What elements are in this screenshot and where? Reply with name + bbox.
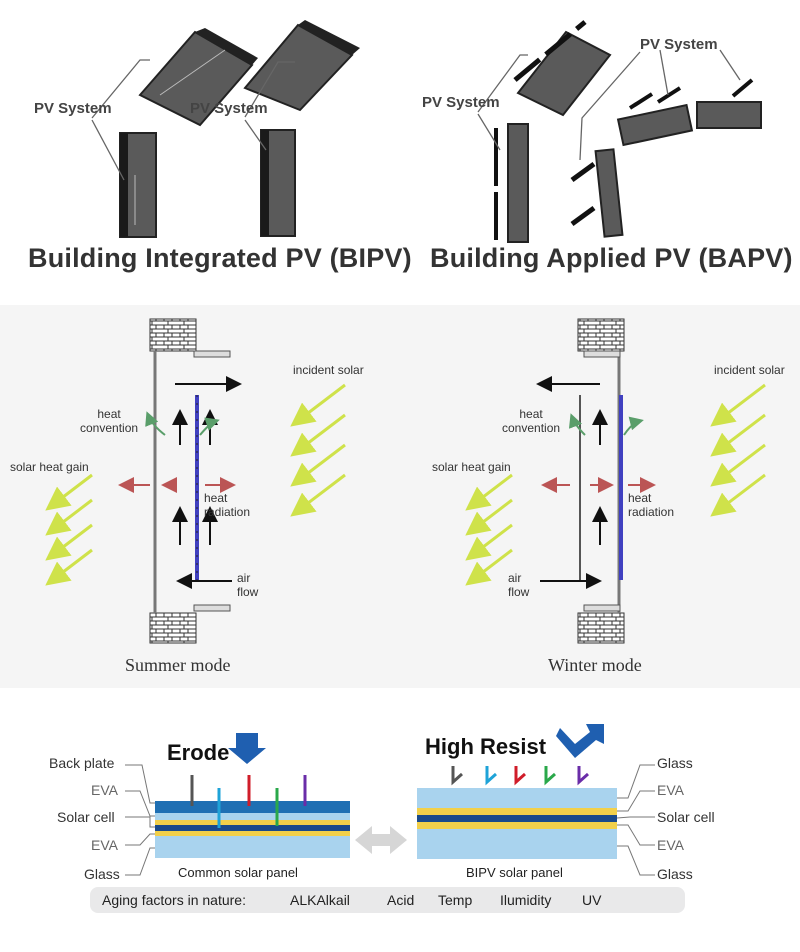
right-layer-solar-cell: Solar cell [657, 809, 715, 825]
winter-heat-convention: heat convention [502, 407, 561, 435]
bipv-wall-module-2 [260, 129, 296, 237]
bipv-roof-module-2 [243, 20, 360, 112]
left-layer-back-plate: Back plate [49, 755, 115, 771]
left-layer-eva-2: EVA [91, 837, 118, 853]
common-panel-caption: Common solar panel [178, 865, 298, 880]
winter-heat-radiation: heat radiation [628, 491, 675, 519]
summer-air-flow: air flow [237, 571, 259, 599]
bapv-pv-system-label-1: PV System [422, 94, 500, 111]
ventilation-modes-panel: incident solar heat convention solar hea… [0, 305, 800, 688]
erode-label: Erode [167, 740, 230, 765]
bipv-panel-stack [417, 788, 617, 859]
erode-down-arrow [228, 733, 266, 764]
summer-mode-caption: Summer mode [125, 655, 231, 675]
summer-solar-heat-gain: solar heat gain [10, 460, 89, 474]
left-layer-glass: Glass [84, 866, 120, 882]
aging-factors-bar: Aging factors in nature: ALKAlkail Acid … [90, 887, 685, 913]
bapv-roof-module [513, 20, 612, 117]
bipv-panel-caption: BIPV solar panel [466, 865, 563, 880]
bapv-pv-system-label-2: PV System [640, 36, 718, 53]
common-panel-stack [155, 801, 350, 858]
right-layer-eva-2: EVA [657, 837, 684, 853]
aging-factor-alkali: ALKAlkail [290, 892, 350, 908]
summer-heat-radiation: heat radiation [204, 491, 251, 519]
bipv-title: Building Integrated PV (BIPV) [28, 243, 412, 273]
bipv-pv-system-label-2: PV System [190, 100, 268, 117]
right-layer-glass-1: Glass [657, 755, 693, 771]
left-layer-eva-1: EVA [91, 782, 118, 798]
aging-factor-temp: Temp [438, 892, 473, 908]
high-resist-label: High Resist [425, 734, 547, 759]
erode-arrows [190, 775, 307, 828]
bapv-wall-module-2 [570, 148, 624, 238]
bipv-roof-module [138, 28, 258, 127]
panel-aging-panel: Erode High Resist Back plate EVA Solar c… [0, 688, 800, 952]
aging-factor-acid: Acid [387, 892, 415, 908]
resist-arrows [451, 766, 589, 786]
bipv-pv-system-label-1: PV System [34, 100, 112, 117]
aging-factor-humidity: Ilumidity [500, 892, 552, 908]
panel-drawings [125, 724, 655, 876]
aging-factors-label: Aging factors in nature: [102, 892, 246, 908]
bipv-wall-module [119, 132, 157, 238]
winter-solar-heat-gain: solar heat gain [432, 460, 511, 474]
mode-drawings [45, 318, 766, 644]
winter-mode-caption: Winter mode [548, 655, 642, 675]
winter-diagram [465, 318, 766, 644]
bapv-roof-modules-2 [616, 78, 762, 147]
right-layer-glass-2: Glass [657, 866, 693, 882]
winter-incident-solar: incident solar [714, 363, 785, 377]
summer-diagram [45, 318, 346, 644]
bapv-title: Building Applied PV (BAPV) [430, 243, 793, 273]
aging-factor-uv: UV [582, 892, 602, 908]
pv-drawings [91, 20, 762, 243]
summer-heat-convention: heat convention [80, 407, 139, 435]
winter-air-flow: air flow [508, 571, 530, 599]
pv-comparison-panel: PV System PV System PV System PV System … [0, 0, 800, 300]
right-layer-eva-1: EVA [657, 782, 684, 798]
summer-incident-solar: incident solar [293, 363, 364, 377]
left-layer-solar-cell: Solar cell [57, 809, 115, 825]
compare-arrow [355, 826, 407, 854]
bapv-wall-module [494, 123, 529, 243]
high-resist-arrow [556, 724, 604, 758]
